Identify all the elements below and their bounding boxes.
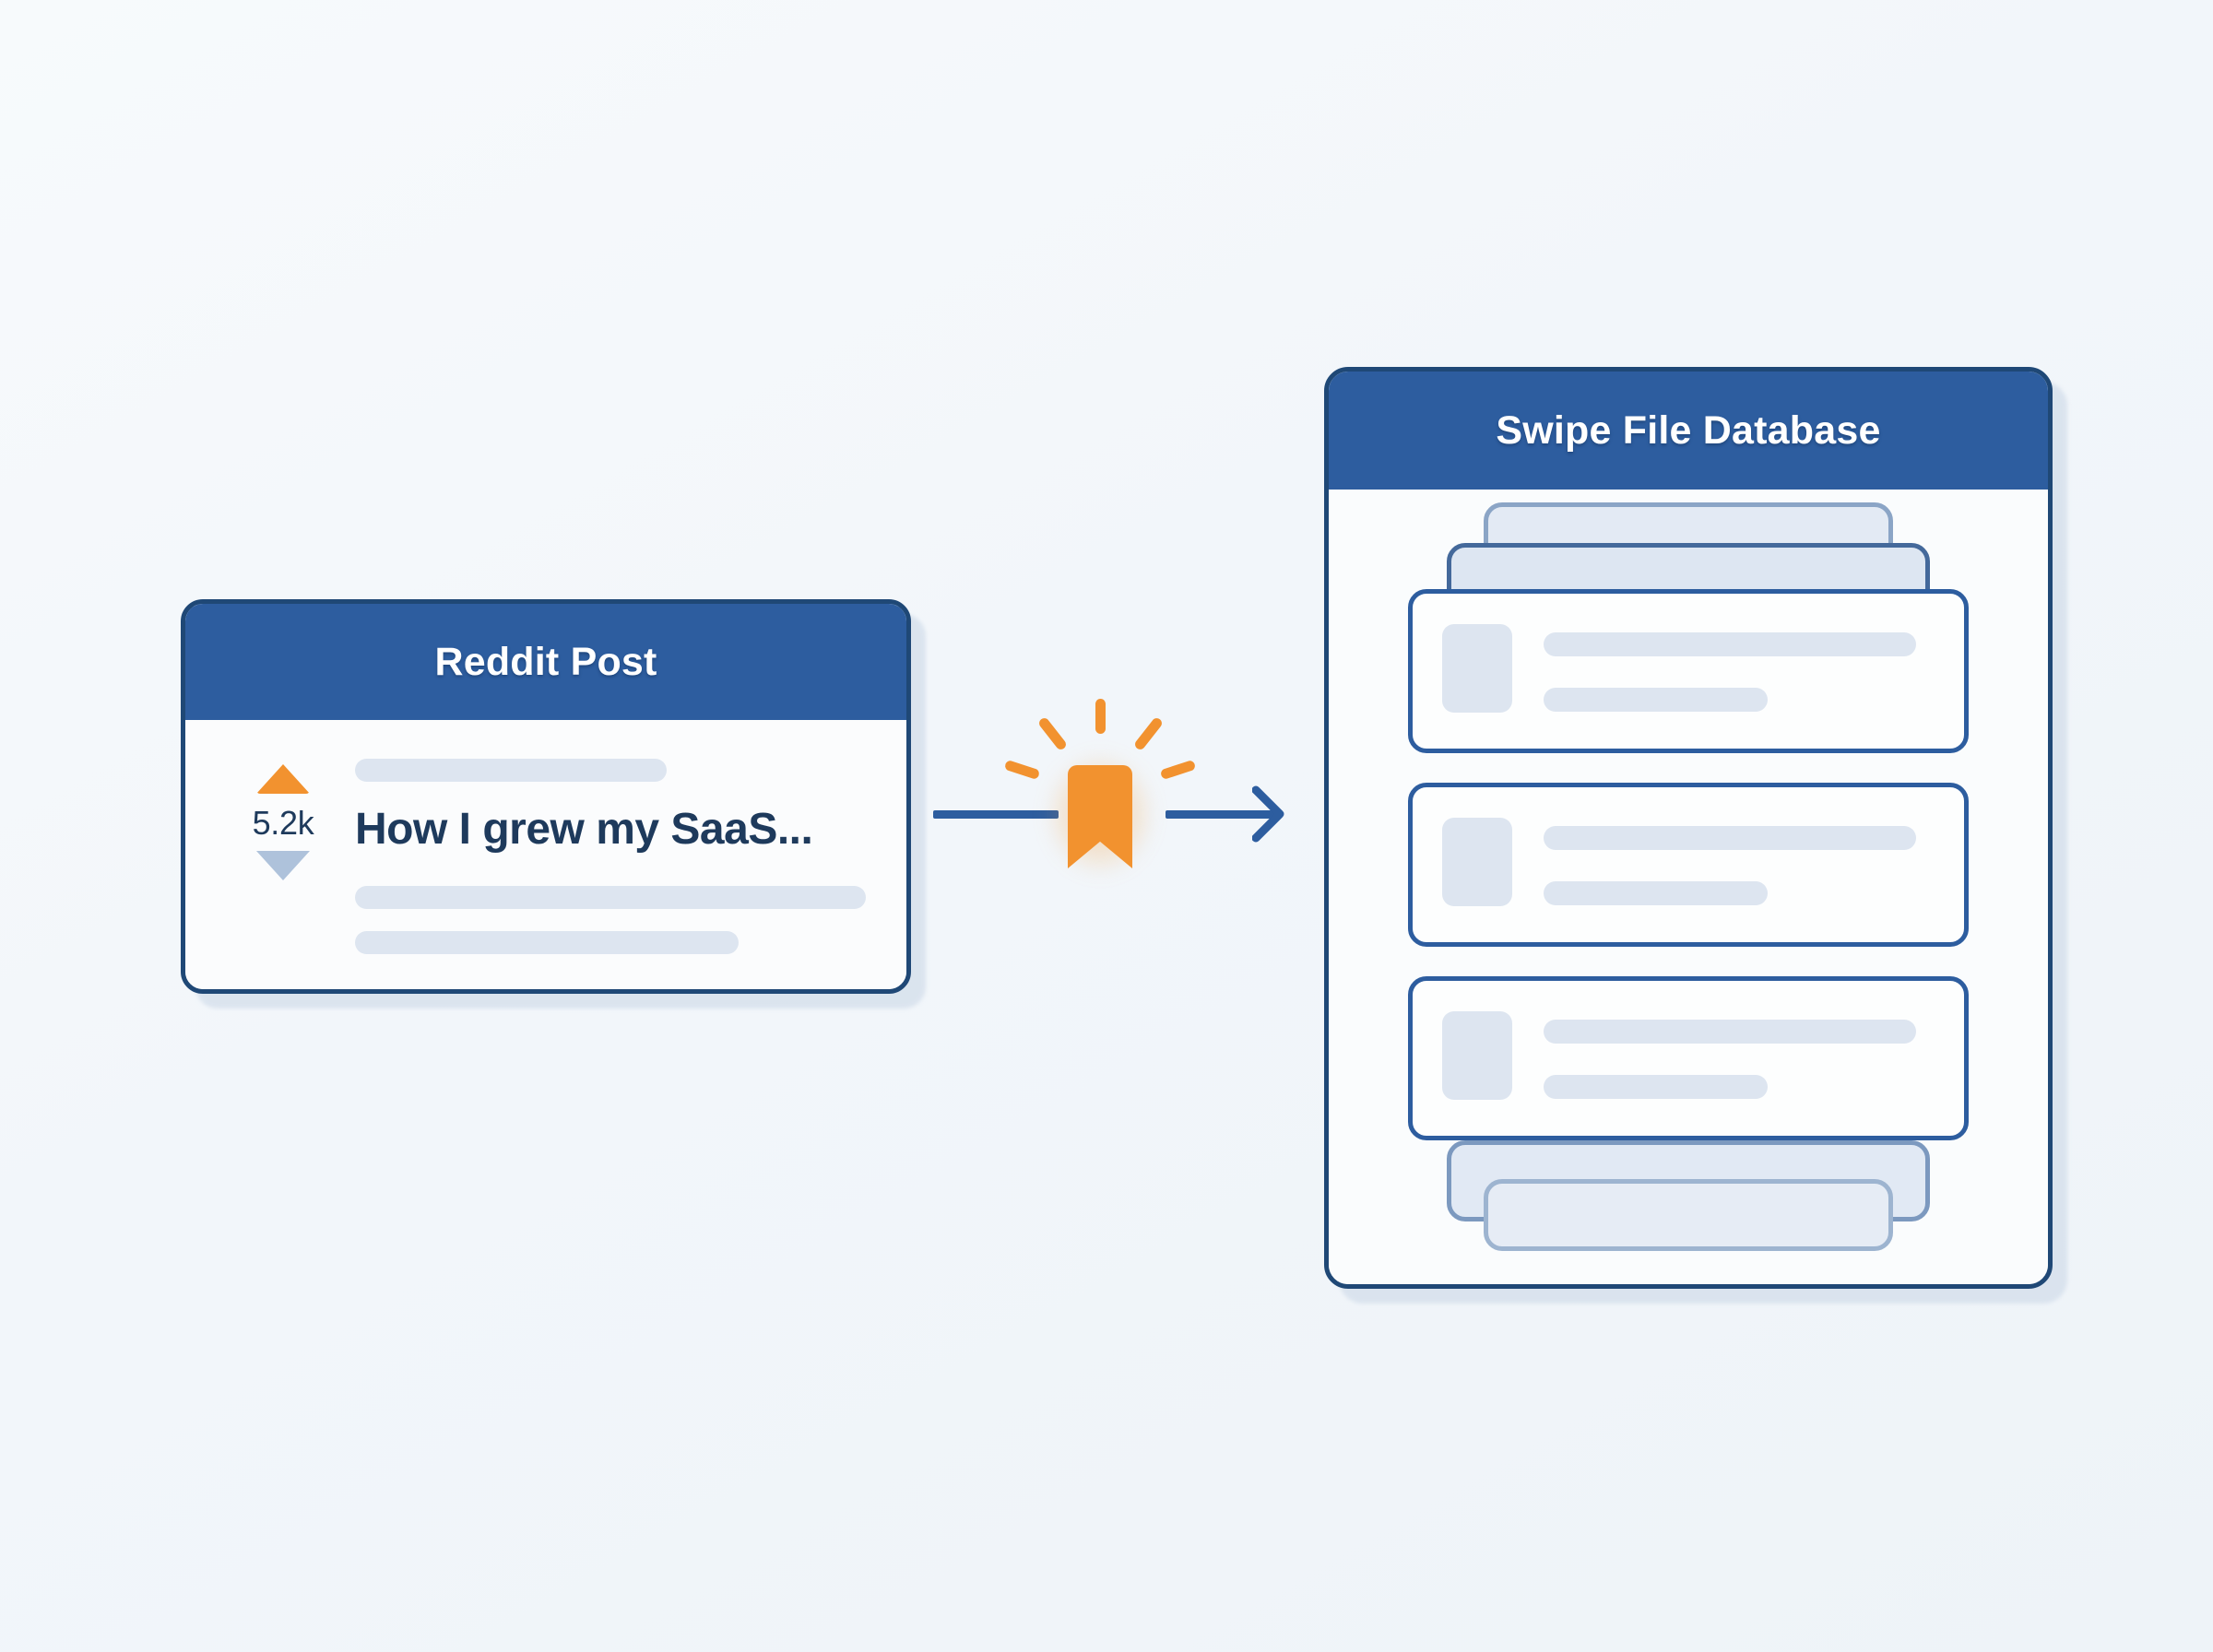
- post-content: How I grew my SaaS...: [355, 759, 866, 954]
- triangle-down-icon[interactable]: [256, 851, 310, 880]
- sparkle-ray-right-icon: [1159, 759, 1197, 781]
- entry-thumbnail: [1442, 818, 1512, 906]
- entry-title-placeholder: [1544, 1020, 1916, 1044]
- reddit-card-title: Reddit Post: [434, 639, 657, 684]
- entry-thumbnail: [1442, 624, 1512, 713]
- entry-subtitle-placeholder: [1544, 688, 1768, 712]
- skeleton-line-middle: [355, 886, 866, 909]
- reddit-post-card[interactable]: Reddit Post 5.2k How I grew my SaaS...: [181, 599, 911, 994]
- entry-subtitle-placeholder: [1544, 1075, 1768, 1099]
- database-entry-card[interactable]: [1408, 783, 1969, 947]
- database-entry-card[interactable]: [1408, 589, 1969, 753]
- sparkle-ray-left-icon: [1003, 759, 1041, 781]
- bookmark-save-indicator[interactable]: [1003, 691, 1197, 924]
- skeleton-line-top: [355, 759, 667, 782]
- database-entry-card[interactable]: [1408, 976, 1969, 1140]
- vote-column: 5.2k: [233, 764, 333, 880]
- entry-subtitle-placeholder: [1544, 881, 1768, 905]
- post-title: How I grew my SaaS...: [355, 805, 813, 854]
- sparkle-ray-top-icon: [1095, 699, 1106, 734]
- skeleton-line-bottom: [355, 931, 739, 954]
- triangle-up-icon[interactable]: [256, 764, 310, 794]
- swipe-file-database-panel[interactable]: Swipe File Database: [1324, 367, 2053, 1289]
- entry-title-placeholder: [1544, 632, 1916, 656]
- reddit-card-header: Reddit Post: [185, 604, 906, 720]
- database-panel-title: Swipe File Database: [1496, 407, 1881, 453]
- sparkle-ray-upper-right-icon: [1132, 715, 1165, 752]
- sparkle-ray-upper-left-icon: [1036, 715, 1069, 752]
- arrow-right-icon: [1252, 785, 1284, 843]
- vote-count: 5.2k: [252, 804, 314, 842]
- connector-line-left: [933, 810, 1059, 819]
- ghost-card-bottom-outer: [1484, 1179, 1893, 1251]
- entry-title-placeholder: [1544, 826, 1916, 850]
- database-panel-body: [1329, 490, 2048, 1284]
- database-panel-header: Swipe File Database: [1329, 372, 2048, 490]
- connector-line-right: [1166, 810, 1278, 819]
- reddit-card-body: 5.2k How I grew my SaaS...: [185, 720, 906, 989]
- entry-thumbnail: [1442, 1011, 1512, 1100]
